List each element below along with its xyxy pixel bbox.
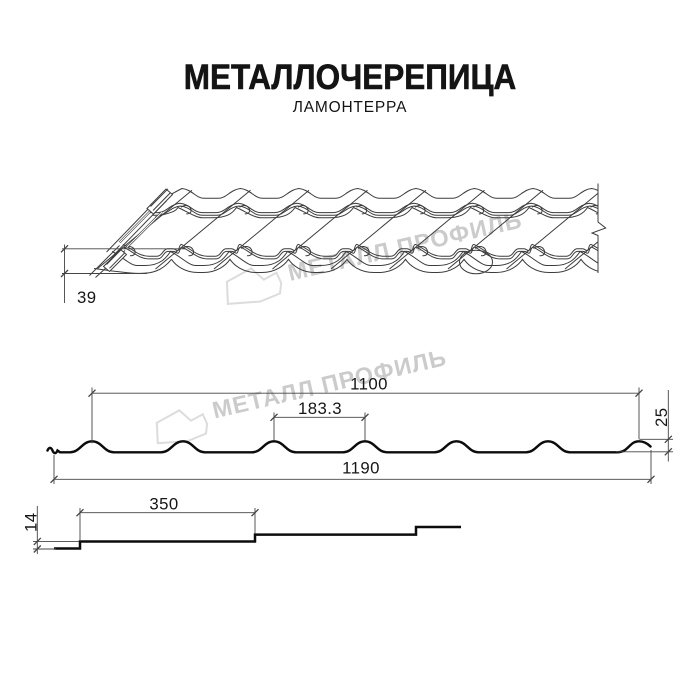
svg-text:183.3: 183.3 xyxy=(298,399,342,418)
svg-text:350: 350 xyxy=(149,495,178,514)
svg-text:1190: 1190 xyxy=(342,459,380,478)
svg-text:25: 25 xyxy=(652,408,671,427)
svg-text:МЕТАЛЛ ПРОФИЛЬ: МЕТАЛЛ ПРОФИЛЬ xyxy=(285,207,524,286)
svg-text:1100: 1100 xyxy=(350,375,388,394)
svg-text:39: 39 xyxy=(77,288,96,307)
svg-text:14: 14 xyxy=(22,513,41,532)
